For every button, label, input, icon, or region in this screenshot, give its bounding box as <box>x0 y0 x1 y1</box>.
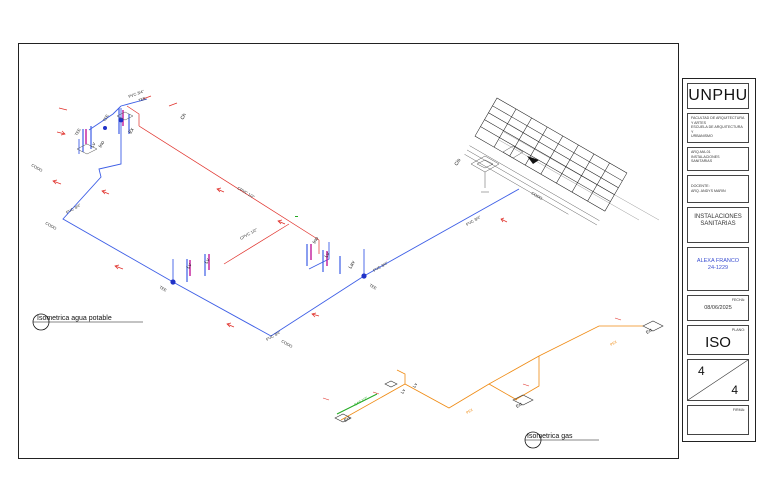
faculty-box: FACULTAD DE ARQUITECTURA Y ARTES ESCUELA… <box>687 113 749 143</box>
svg-text:Ino: Ino <box>98 140 107 149</box>
svg-text:CODO: CODO <box>531 191 544 201</box>
signature-label: FIRMA: <box>732 408 745 412</box>
svg-text:TEE: TEE <box>138 95 147 102</box>
signature-box: FIRMA: <box>687 405 749 435</box>
svg-text:Ext: Ext <box>343 415 352 423</box>
sheet-total: 4 <box>731 383 738 397</box>
plan-label: PLANO: <box>731 328 745 332</box>
svg-text:PEX: PEX <box>466 408 475 415</box>
svg-text:CPVC 1/2": CPVC 1/2" <box>239 227 259 241</box>
gas-fixtures <box>334 320 664 423</box>
svg-text:PVC 3/4": PVC 3/4" <box>465 214 482 227</box>
faculty-line: URBANISMO <box>691 134 713 139</box>
tee-markers <box>103 117 367 285</box>
svg-text:Lv: Lv <box>324 251 332 259</box>
svg-text:PVC 3/4": PVC 3/4" <box>265 329 282 342</box>
student-box: ALEXA FRANCO 24-1229 <box>687 247 749 291</box>
flow-arrows <box>52 95 508 328</box>
svg-text:TEE: TEE <box>102 113 110 123</box>
hot-water-piping <box>126 105 320 265</box>
water-meter-icon <box>527 156 539 164</box>
svg-text:TEE: TEE <box>159 285 169 293</box>
subject-line: INSTALACIONES <box>694 214 742 220</box>
sheet-divider <box>688 360 748 400</box>
svg-text:TEE: TEE <box>74 127 82 137</box>
teacher-box: DOCENTE: ARQ. ANDYS MARIN <box>687 175 749 203</box>
fixture-tags: Lv Ino Ex Ch Lv Lv Ino Lv Lav Cis <box>90 112 463 270</box>
svg-text:CODO: CODO <box>281 339 294 349</box>
svg-text:Ext: Ext <box>515 401 524 409</box>
teacher-line: DOCENTE: <box>691 184 710 188</box>
label-gas-text: Isometrica gas <box>527 433 573 440</box>
label-potable-text: Isometrica agua potable <box>37 315 112 322</box>
cold-water-piping <box>62 98 520 337</box>
plan-box: PLANO: ISO <box>687 325 749 355</box>
svg-text:Ex: Ex <box>128 127 136 135</box>
svg-text:CPVC 1/2": CPVC 1/2" <box>237 186 257 200</box>
svg-text:PEX: PEX <box>610 340 619 347</box>
fixture-stacks-magenta <box>85 110 328 276</box>
plan-code: ISO <box>705 334 731 351</box>
course-line: INSTALACIONES <box>691 154 720 159</box>
svg-text:PVC 3/4": PVC 3/4" <box>128 88 146 98</box>
fixture-stacks <box>82 108 341 282</box>
misc-marks <box>295 216 298 217</box>
date-box: FECHA: 08/06/2025 <box>687 295 749 321</box>
svg-text:PVC 3/4": PVC 3/4" <box>65 202 82 215</box>
subject-line: SANITARIAS <box>700 221 736 227</box>
svg-text:Lv: Lv <box>186 262 194 270</box>
subject-box: INSTALACIONES SANITARIAS <box>687 207 749 243</box>
svg-text:Ino: Ino <box>312 236 321 245</box>
title-block: UNPHU FACULTAD DE ARQUITECTURA Y ARTES E… <box>682 78 756 442</box>
course-line: SANITARIAS <box>691 159 713 164</box>
faculty-line: Y ARTES <box>691 120 707 125</box>
svg-text:TEE: TEE <box>369 283 379 291</box>
svg-text:Lv: Lv <box>412 381 419 388</box>
sheet-number-box: 4 4 <box>687 359 749 401</box>
course-box: ARQ-MA-01 INSTALACIONES SANITARIAS <box>687 147 749 171</box>
label-potable: Isometrica agua potable <box>32 313 143 331</box>
student-name: ALEXA FRANCO <box>696 258 740 264</box>
gas-arrows <box>322 317 622 401</box>
gas-size-labels: PEX PEX GAS 1/2" <box>354 340 619 415</box>
svg-text:Ch: Ch <box>180 112 189 121</box>
gas-labels: Ext Ext Ext Lv Lv <box>343 327 654 423</box>
faculty-line: ESCUELA DE ARQUITECTURA Y <box>691 125 743 134</box>
teacher-line: ARQ. ANDYS MARIN <box>691 188 726 193</box>
sheet-number: 4 <box>698 364 705 378</box>
svg-text:PVC 3/4": PVC 3/4" <box>372 260 389 273</box>
svg-text:CODO: CODO <box>31 163 44 173</box>
date-value: 08/06/2025 <box>704 305 732 311</box>
date-label: FECHA: <box>731 298 745 302</box>
svg-text:Lv: Lv <box>204 257 212 265</box>
svg-text:GAS 1/2": GAS 1/2" <box>354 396 369 407</box>
gas-piping <box>340 325 643 421</box>
faculty-line: FACULTAD DE ARQUITECTURA <box>691 116 745 120</box>
notes-table <box>464 97 628 226</box>
gas-meter <box>336 393 378 415</box>
isometric-drawing: TEE TEE TEE CODO CODO PVC 3/4" TEE PVC 3… <box>31 88 664 449</box>
university-name: UNPHU <box>687 83 749 109</box>
student-id: 24-1229 <box>707 265 729 271</box>
svg-text:Cis: Cis <box>454 157 463 167</box>
svg-text:Lv: Lv <box>90 141 98 149</box>
svg-text:CODO: CODO <box>45 221 58 231</box>
course-line: ARQ-MA-01 <box>691 150 711 154</box>
label-gas: Isometrica gas <box>524 431 599 449</box>
svg-text:Ext: Ext <box>645 327 654 335</box>
wc-fixture <box>76 111 134 155</box>
svg-text:Lav: Lav <box>348 260 357 270</box>
drawing-sheet: TEE TEE TEE CODO CODO PVC 3/4" TEE PVC 3… <box>18 43 679 459</box>
svg-text:Lv: Lv <box>400 387 407 394</box>
